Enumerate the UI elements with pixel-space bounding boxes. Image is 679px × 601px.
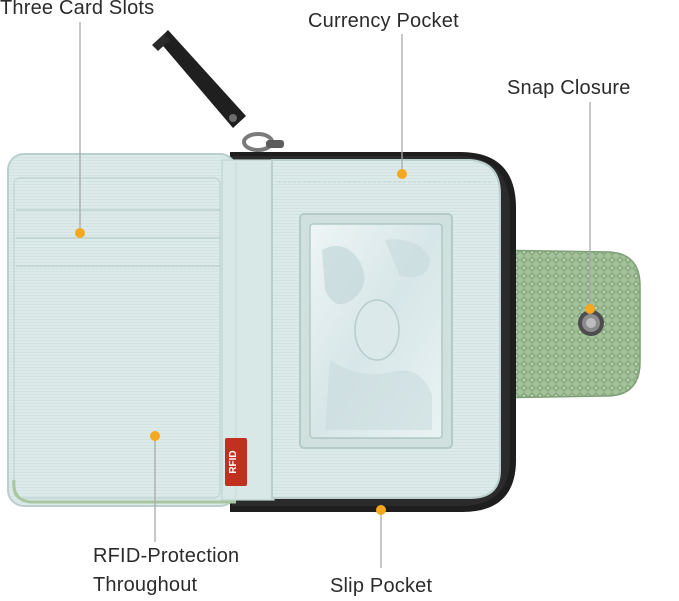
zipper-pull-icon: [152, 30, 284, 152]
label-three-card-slots: Three Card Slots: [0, 0, 155, 19]
rfid-tag-text: RFID: [228, 450, 239, 473]
label-rfid-line1: RFID-Protection: [93, 545, 240, 567]
currency-pocket-panel: [271, 159, 501, 499]
callout-dot-currency-pocket: [397, 169, 407, 179]
callout-dot-card-slots: [75, 228, 85, 238]
label-rfid-line2: Throughout: [93, 574, 198, 596]
callout-dot-slip-pocket: [376, 505, 386, 515]
snap-button-icon: [578, 310, 604, 336]
label-rfid-protection: RFID-Protection Throughout: [93, 542, 239, 600]
callout-dots: [75, 169, 595, 515]
callout-dot-snap-closure: [585, 304, 595, 314]
label-snap-closure: Snap Closure: [507, 77, 631, 99]
rfid-tag-icon: RFID: [225, 438, 247, 486]
label-slip-pocket: Slip Pocket: [330, 575, 433, 597]
callout-lines: [79, 22, 591, 568]
card-slot-panel: [7, 153, 237, 507]
callout-dot-rfid: [150, 431, 160, 441]
snap-strap: [487, 249, 641, 399]
label-currency-pocket: Currency Pocket: [308, 10, 459, 32]
